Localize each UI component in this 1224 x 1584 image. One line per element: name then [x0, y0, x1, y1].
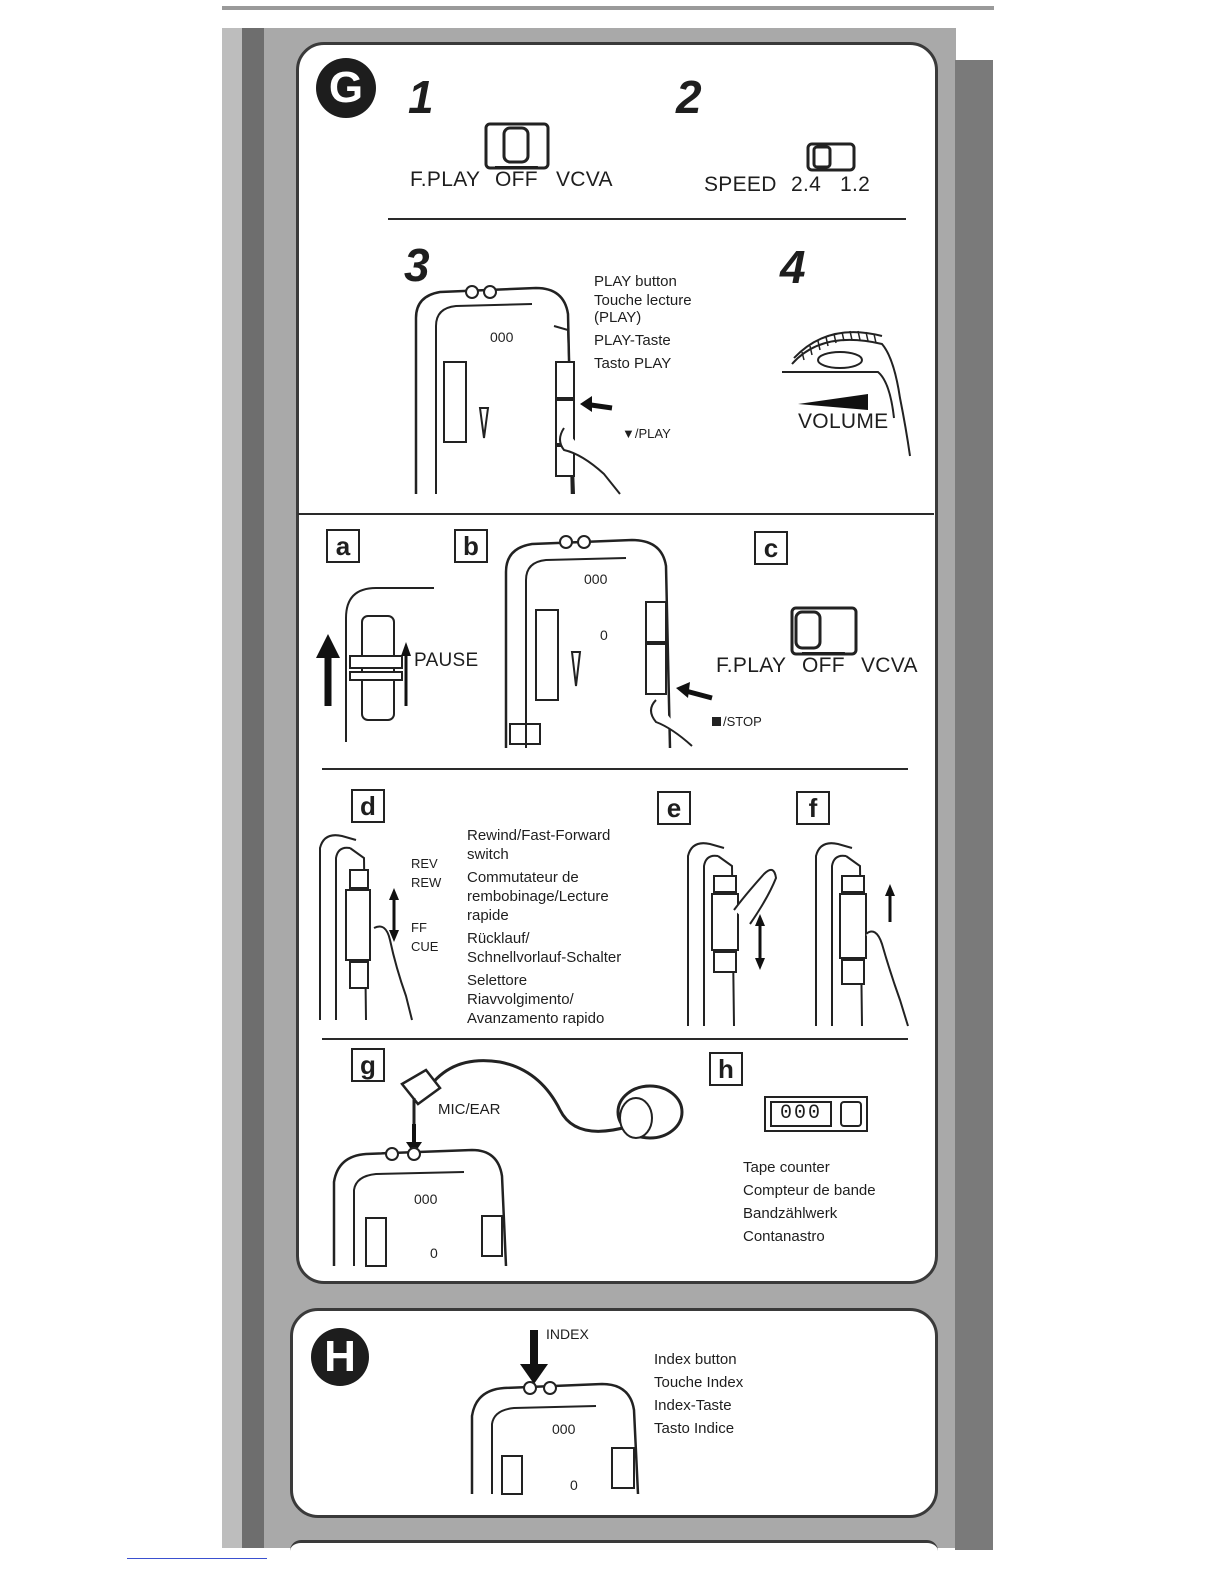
step-3-caption-line: PLAY-Taste	[594, 332, 671, 349]
svg-text:000: 000	[552, 1421, 576, 1437]
play-button-label: ▼/PLAY	[622, 426, 671, 441]
mic-ear-label: MIC/EAR	[438, 1101, 501, 1118]
scan-top-edge	[222, 6, 994, 10]
recorder-play-illustration: 000	[414, 285, 621, 495]
index-label: INDEX	[546, 1326, 589, 1342]
svg-text:0: 0	[430, 1245, 438, 1261]
section-h-caption-line: Tasto Indice	[654, 1420, 735, 1437]
scan-left-shadow	[242, 28, 264, 1548]
step-3-caption-line: (PLAY)	[594, 309, 642, 326]
switch-label-cue: CUE	[411, 939, 439, 954]
switch-label-top: REV REW	[411, 854, 441, 892]
step-3-caption: PLAY button Touche lecture (PLAY) PLAY-T…	[594, 270, 754, 375]
step-c-label-fplay: F.PLAY	[716, 654, 787, 677]
section-h-caption-line: Touche Index	[654, 1374, 744, 1391]
rewind-switch-illustration	[319, 834, 413, 1021]
scan-left-strip	[222, 28, 242, 1548]
speed-value-2-4: 2.4	[791, 173, 822, 196]
svg-text:000: 000	[490, 329, 514, 345]
switch-label-rev: REV	[411, 856, 438, 871]
step-1-label-off: OFF	[495, 168, 538, 191]
stop-button-text: /STOP	[723, 714, 762, 729]
step-h-caption-line: Compteur de bande	[743, 1182, 876, 1199]
step-h-caption-line: Contanastro	[743, 1228, 825, 1245]
step-d-caption-line: Rewind/Fast-Forward	[467, 827, 611, 844]
step-d-caption-line: Selettore	[467, 972, 528, 989]
stop-button-label: /STOP	[712, 714, 762, 729]
mode-switch-icon	[484, 122, 550, 170]
index-button-illustration: 000 0	[470, 1330, 640, 1495]
step-4-number: 4	[780, 241, 806, 293]
section-h-caption: Index button Touche Index Index-Taste Ta…	[654, 1348, 814, 1440]
svg-text:000: 000	[414, 1191, 438, 1207]
switch-label-rew: REW	[411, 875, 442, 890]
next-panel-edge	[290, 1540, 938, 1551]
step-h-caption-line: Bandzählwerk	[743, 1205, 838, 1222]
step-d-caption-line: Commutateur de	[467, 869, 579, 886]
mode-switch-off-icon	[790, 606, 858, 656]
svg-text:0: 0	[570, 1477, 578, 1493]
step-3-number: 3	[404, 239, 430, 291]
step-c-label-off: OFF	[802, 654, 845, 677]
earphone-jack-illustration: 000 0	[332, 1059, 684, 1267]
step-d-caption: Rewind/Fast-Forward switch Commutateur d…	[467, 826, 657, 1028]
step-d-caption-line: Schnellvorlauf-Schalter	[467, 949, 622, 966]
step-g-label: g	[351, 1048, 385, 1082]
step-h-caption: Tape counter Compteur de bande Bandzählw…	[743, 1156, 923, 1248]
switch-label-bottom: FF CUE	[411, 918, 438, 956]
svg-text:000: 000	[584, 571, 608, 587]
step-d-caption-line: Rücklauf/	[467, 930, 530, 947]
step-e-label: e	[657, 791, 691, 825]
pause-label: PAUSE	[414, 650, 479, 671]
step-d-caption-line: rapide	[467, 907, 509, 924]
step-a-label: a	[326, 529, 360, 563]
fast-forward-illustration	[687, 842, 778, 1027]
step-3-caption-line: Tasto PLAY	[594, 355, 672, 372]
volume-dial-illustration	[782, 330, 911, 457]
step-c-label-vcva: VCVA	[861, 654, 918, 677]
step-d-label: d	[351, 789, 385, 823]
volume-label: VOLUME	[798, 410, 889, 433]
pause-switch-illustration	[316, 587, 434, 742]
speed-label: SPEED	[704, 173, 777, 196]
step-1-label-vcva: VCVA	[556, 168, 613, 191]
step-2-number: 2	[676, 71, 702, 123]
section-h-caption-line: Index button	[654, 1351, 737, 1368]
tape-counter-display: 000	[764, 1096, 868, 1132]
step-f-label: f	[796, 791, 830, 825]
switch-label-ff: FF	[411, 920, 427, 935]
step-d-caption-line: switch	[467, 846, 509, 863]
speed-value-1-2: 1.2	[840, 173, 871, 196]
divider-3	[322, 768, 908, 770]
section-h-badge: H	[311, 1328, 369, 1386]
svg-text:0: 0	[600, 627, 608, 643]
counter-reset-button	[840, 1101, 862, 1127]
step-1-number: 1	[408, 71, 434, 123]
step-d-caption-line: Avanzamento rapido	[467, 1010, 605, 1027]
step-b-label: b	[454, 529, 488, 563]
step-d-caption-line: Riavvolgimento/	[467, 991, 574, 1008]
step-1-label-fplay: F.PLAY	[410, 168, 481, 191]
step-c-label: c	[754, 531, 788, 565]
switch-release-illustration	[815, 842, 909, 1027]
divider-4	[322, 1038, 908, 1040]
stop-square-icon	[712, 717, 721, 726]
step-3-caption-line: PLAY button	[594, 273, 677, 290]
step-h-caption-line: Tape counter	[743, 1159, 830, 1176]
recorder-stop-illustration: 000 0	[504, 535, 713, 749]
step-h-label: h	[709, 1052, 743, 1086]
section-g-badge: G	[316, 58, 376, 118]
section-h-caption-line: Index-Taste	[654, 1397, 732, 1414]
scan-right-strip	[955, 60, 993, 1550]
divider-1	[388, 218, 906, 220]
tape-counter-value: 000	[770, 1101, 832, 1127]
footer-link-underline	[127, 1558, 267, 1559]
step-d-caption-line: rembobinage/Lecture	[467, 888, 609, 905]
divider-2	[298, 513, 934, 515]
step-3-caption-line: Touche lecture	[594, 292, 692, 309]
speed-switch-icon	[806, 142, 856, 172]
